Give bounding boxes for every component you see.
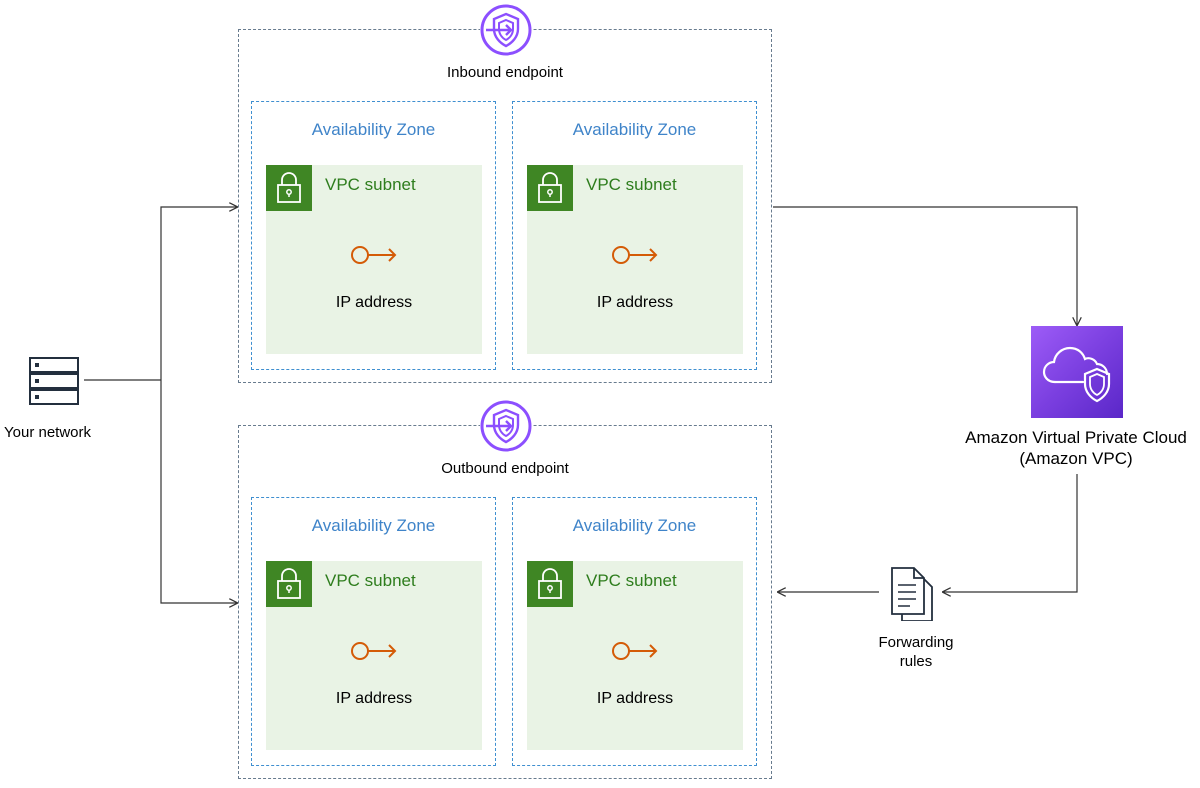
wire-network-to-outbound [160, 380, 237, 603]
availability-zone: Availability Zone VPC subnet IP address [512, 497, 757, 766]
outbound-endpoint: Outbound endpoint Availability Zone VPC … [238, 400, 772, 779]
wire-vpc-to-rules [943, 474, 1078, 592]
availability-zone-label: Availability Zone [311, 516, 436, 535]
ip-address-icon [609, 638, 661, 664]
ip-address-label: IP address [596, 294, 674, 311]
availability-zone-label: Availability Zone [572, 516, 697, 535]
availability-zone-label: Availability Zone [572, 120, 697, 139]
availability-zone: Availability Zone VPC subnet IP address [251, 101, 496, 370]
lock-icon [266, 561, 312, 607]
availability-zone-label: Availability Zone [311, 120, 436, 139]
forwarding-rules-label: Forwarding rules [851, 633, 981, 671]
vpc-subnet-label: VPC subnet [325, 571, 416, 590]
vpc-subnet-label: VPC subnet [325, 175, 416, 194]
availability-zone: Availability Zone VPC subnet IP address [251, 497, 496, 766]
vpc-subnet: VPC subnet IP address [527, 165, 743, 354]
network-label: Your network [4, 424, 91, 441]
wire-inbound-to-vpc [773, 206, 1077, 325]
ip-address-label: IP address [596, 690, 674, 707]
ip-address-label: IP address [335, 294, 413, 311]
vpc-subnet: VPC subnet IP address [266, 165, 482, 354]
vpc-subnet: VPC subnet IP address [266, 561, 482, 750]
ip-address-label: IP address [335, 690, 413, 707]
ip-address-icon [609, 242, 661, 268]
lock-icon [527, 561, 573, 607]
endpoint-label: Inbound endpoint [447, 64, 563, 81]
inbound-endpoint: Inbound endpoint Availability Zone VPC s… [238, 4, 772, 383]
forwarding-rules-line1: Forwarding [878, 634, 954, 651]
lock-icon [527, 165, 573, 211]
vpc-label-line2: (Amazon VPC) [1019, 449, 1133, 468]
vpc-subnet: VPC subnet IP address [527, 561, 743, 750]
resolver-endpoint-icon [480, 4, 532, 56]
resolver-endpoint-icon [480, 400, 532, 452]
ip-address-icon [348, 638, 400, 664]
vpc-subnet-label: VPC subnet [586, 571, 677, 590]
vpc-subnet-label: VPC subnet [586, 175, 677, 194]
document-stack-icon [886, 565, 936, 621]
forwarding-rules-line2: rules [899, 653, 933, 670]
availability-zone: Availability Zone VPC subnet IP address [512, 101, 757, 370]
vpc-cloud-shield-icon [1031, 326, 1123, 418]
lock-icon [266, 165, 312, 211]
endpoint-label: Outbound endpoint [441, 460, 569, 477]
server-stack-icon [27, 356, 81, 406]
vpc-label: Amazon Virtual Private Cloud (Amazon VPC… [950, 427, 1200, 469]
ip-address-icon [348, 242, 400, 268]
vpc-label-line1: Amazon Virtual Private Cloud [965, 428, 1187, 447]
wire-network-to-inbound [160, 207, 237, 380]
